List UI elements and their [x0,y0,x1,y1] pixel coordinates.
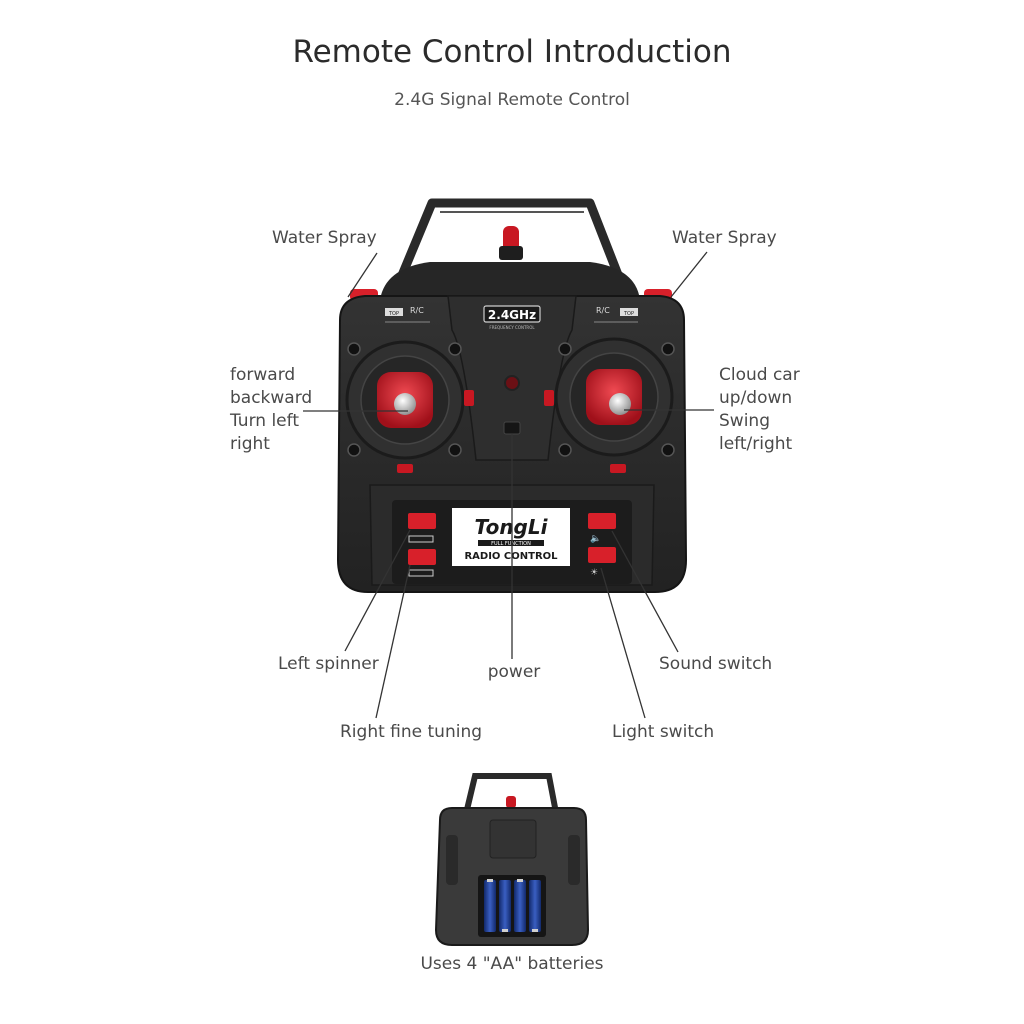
power-label: power [487,662,541,682]
right-fine-tuning-button[interactable] [408,549,436,565]
water-spray-left-label: Water Spray [272,228,377,248]
light-icon: ☀ [590,568,598,578]
speaker-icon: 🔈 [590,534,601,544]
left-spinner-button[interactable] [408,513,436,529]
right-fine-tuning-label: Right fine tuning [340,722,483,742]
left-stick-line-4: right [230,434,270,454]
carry-handle [393,198,627,287]
battery-caption: Uses 4 "AA" batteries [420,954,604,974]
left-top-tag: TOP [388,311,399,317]
frequency-badge-text: 2.4GHz [488,308,536,322]
brand-caption: RADIO CONTROL [464,551,558,562]
left-joystick[interactable] [345,340,465,460]
brand-tagline: FULL FUNCTION [491,541,531,547]
left-trim-bottom [397,464,413,473]
right-trim-bottom [610,464,626,473]
frequency-caption: FREQUENCY CONTROL [489,325,535,330]
battery-3 [514,880,526,932]
right-top-tag: TOP [623,311,634,317]
sound-switch-label: Sound switch [659,654,773,674]
battery-2 [499,880,511,932]
page-title: Remote Control Introduction [292,34,732,70]
leader-lines [303,251,714,719]
page-subtitle: 2.4G Signal Remote Control [394,90,630,110]
left-stick-line-3: Turn left [230,411,299,431]
battery-4 [529,880,541,932]
water-spray-right-label: Water Spray [672,228,777,248]
left-spinner-label: Left spinner [278,654,379,674]
frequency-badge [483,305,541,323]
right-stick-line-4: left/right [719,434,793,454]
left-stick-line-1: forward [230,365,296,385]
sound-switch-button[interactable] [588,513,616,529]
right-joystick[interactable] [554,337,674,457]
left-stick-label: forward backward Turn left right [230,364,312,456]
right-trim-side [544,390,554,406]
back-handle [462,773,560,819]
right-stick-line-3: Swing [719,411,770,431]
brand-plate [452,508,570,566]
remote-back [434,773,590,946]
power-led [504,375,520,391]
right-stick-label: Cloud car up/down Swing left/right [719,364,800,456]
left-stick-line-2: backward [230,388,313,408]
right-stick-line-2: up/down [719,388,793,408]
right-stick-line-1: Cloud car [719,365,800,385]
right-mode-label: R/C [596,306,610,315]
light-switch-label: Light switch [612,722,715,742]
light-switch-button[interactable] [588,547,616,563]
power-switch [503,421,521,435]
battery-1 [484,880,496,932]
left-trim-side [464,390,474,406]
left-mode-label: R/C [410,306,424,315]
